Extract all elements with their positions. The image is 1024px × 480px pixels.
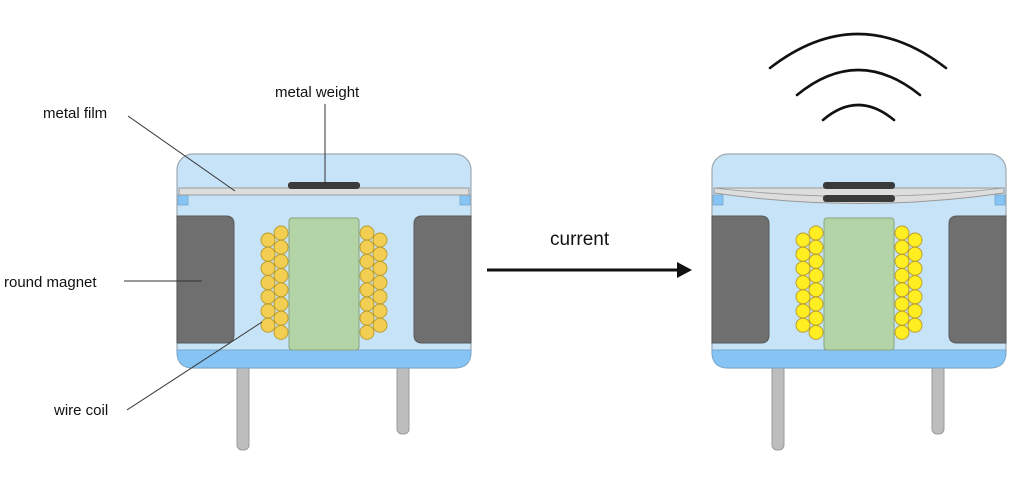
sound-wave-small <box>821 103 896 122</box>
core <box>823 217 895 351</box>
wire-coil-energized <box>795 225 923 340</box>
coil-turn <box>372 260 388 276</box>
coil-turn <box>808 253 824 269</box>
coil-turn <box>808 225 824 241</box>
coil-turn <box>359 296 375 312</box>
sound-wave-large <box>768 32 948 70</box>
coil-turn <box>372 246 388 262</box>
coil-turn <box>273 296 289 312</box>
magnet-left <box>176 215 235 344</box>
sound-waves <box>768 32 948 122</box>
coil-turn <box>273 239 289 255</box>
coil-turn <box>907 317 923 333</box>
coil-turn <box>359 310 375 326</box>
coil-turn <box>273 253 289 269</box>
coil-turn <box>359 253 375 269</box>
coil-turn <box>894 268 910 284</box>
metal-weight <box>288 182 360 189</box>
sound-wave-medium <box>795 68 922 97</box>
pin-right <box>931 361 945 435</box>
coil-turn <box>894 253 910 269</box>
coil-turn <box>273 282 289 298</box>
coil-turn <box>894 324 910 340</box>
label-current: current <box>550 229 610 250</box>
base <box>711 349 1007 369</box>
coil-turn <box>260 317 276 333</box>
coil-turn <box>260 260 276 276</box>
label-wire-coil: wire coil <box>53 402 108 419</box>
label-metal-weight: metal weight <box>275 84 360 101</box>
coil-turn <box>359 239 375 255</box>
film-support-right <box>994 194 1006 206</box>
label-metal-film: metal film <box>43 105 107 122</box>
coil-turn <box>273 324 289 340</box>
coil-turn <box>894 225 910 241</box>
wire-coil <box>260 225 388 340</box>
coil-turn <box>894 296 910 312</box>
coil-turn <box>372 317 388 333</box>
coil-turn <box>808 324 824 340</box>
coil-turn <box>795 232 811 248</box>
arrow-head-icon <box>677 262 692 278</box>
coil-turn <box>907 275 923 291</box>
base <box>176 349 472 369</box>
label-round-magnet: round magnet <box>4 274 97 291</box>
leader-wire-coil <box>126 321 263 411</box>
coil-turn <box>359 282 375 298</box>
coil-turn <box>808 268 824 284</box>
coil-turn <box>273 268 289 284</box>
coil-turn <box>795 246 811 262</box>
coil-turn <box>894 310 910 326</box>
coil-turn <box>795 260 811 276</box>
coil-turn <box>372 232 388 248</box>
coil-turn <box>260 232 276 248</box>
coil-turn <box>907 303 923 319</box>
coil-turn <box>260 275 276 291</box>
coil-turn <box>372 289 388 305</box>
coil-turn <box>894 239 910 255</box>
coil-turn <box>273 225 289 241</box>
pin-left <box>236 361 250 451</box>
coil-turn <box>359 324 375 340</box>
film-support-right <box>459 194 471 206</box>
metal-film <box>178 187 470 196</box>
coil-turn <box>795 289 811 305</box>
coil-turn <box>894 282 910 298</box>
coil-turn <box>359 268 375 284</box>
coil-turn <box>907 232 923 248</box>
coil-turn <box>907 246 923 262</box>
pin-right <box>396 361 410 435</box>
coil-turn <box>359 225 375 241</box>
pin-left <box>771 361 785 451</box>
metal-weight-upper <box>823 182 895 189</box>
coil-turn <box>808 282 824 298</box>
coil-turn <box>372 303 388 319</box>
coil-turn <box>907 289 923 305</box>
magnet-left <box>711 215 770 344</box>
coil-turn <box>260 303 276 319</box>
buzzer-idle <box>176 153 472 451</box>
current-arrow <box>487 262 692 278</box>
coil-turn <box>260 289 276 305</box>
buzzer-energized <box>711 153 1007 451</box>
coil-turn <box>372 275 388 291</box>
coil-turn <box>808 239 824 255</box>
film-support-left <box>177 194 189 206</box>
leader-metal-film <box>127 115 236 192</box>
coil-turn <box>260 246 276 262</box>
coil-turn <box>795 317 811 333</box>
coil-turn <box>907 260 923 276</box>
film-support-left <box>712 194 724 206</box>
core <box>288 217 360 351</box>
magnet-right <box>413 215 472 344</box>
coil-turn <box>808 296 824 312</box>
coil-turn <box>795 275 811 291</box>
coil-turn <box>808 310 824 326</box>
coil-turn <box>273 310 289 326</box>
metal-weight-lower <box>823 195 895 202</box>
coil-turn <box>795 303 811 319</box>
magnet-right <box>948 215 1007 344</box>
